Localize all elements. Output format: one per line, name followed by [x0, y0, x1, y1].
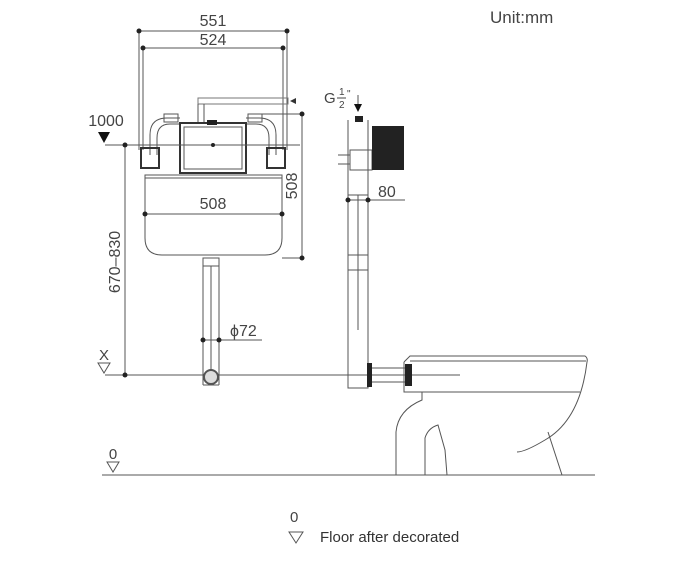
inlet-arrow-icon	[290, 98, 296, 104]
dim-phi72: ϕ72	[230, 323, 257, 340]
unit-label: Unit:mm	[490, 8, 554, 27]
level-x-marker-icon	[97, 362, 111, 374]
dim-551: 551	[200, 13, 227, 30]
legend-floor-text: Floor after decorated	[320, 529, 460, 546]
inlet-label-suffix: "	[347, 89, 351, 100]
dim-524: 524	[200, 32, 227, 49]
dim-508-width: 508	[200, 196, 227, 213]
level-1000: 1000	[88, 113, 124, 130]
dim-80: 80	[378, 184, 396, 201]
legend-floor-marker-icon	[288, 531, 304, 544]
level-1000-marker-icon	[98, 132, 110, 143]
level-0-marker-icon	[106, 461, 120, 473]
legend-zero: 0	[290, 509, 299, 526]
side-mechanism-block	[372, 126, 404, 170]
inlet-label-g: G	[324, 90, 336, 107]
level-x: X	[99, 347, 109, 364]
flush-outlet-icon	[203, 369, 219, 385]
inlet-label-den: 2	[339, 100, 345, 111]
inlet-label-num: 1	[339, 87, 345, 98]
dim-670-830: 670–830	[107, 231, 124, 293]
dim-508-height: 508	[284, 173, 301, 200]
inlet-down-arrow-icon	[354, 104, 362, 112]
dark-components	[207, 116, 412, 387]
level-0: 0	[109, 446, 117, 463]
